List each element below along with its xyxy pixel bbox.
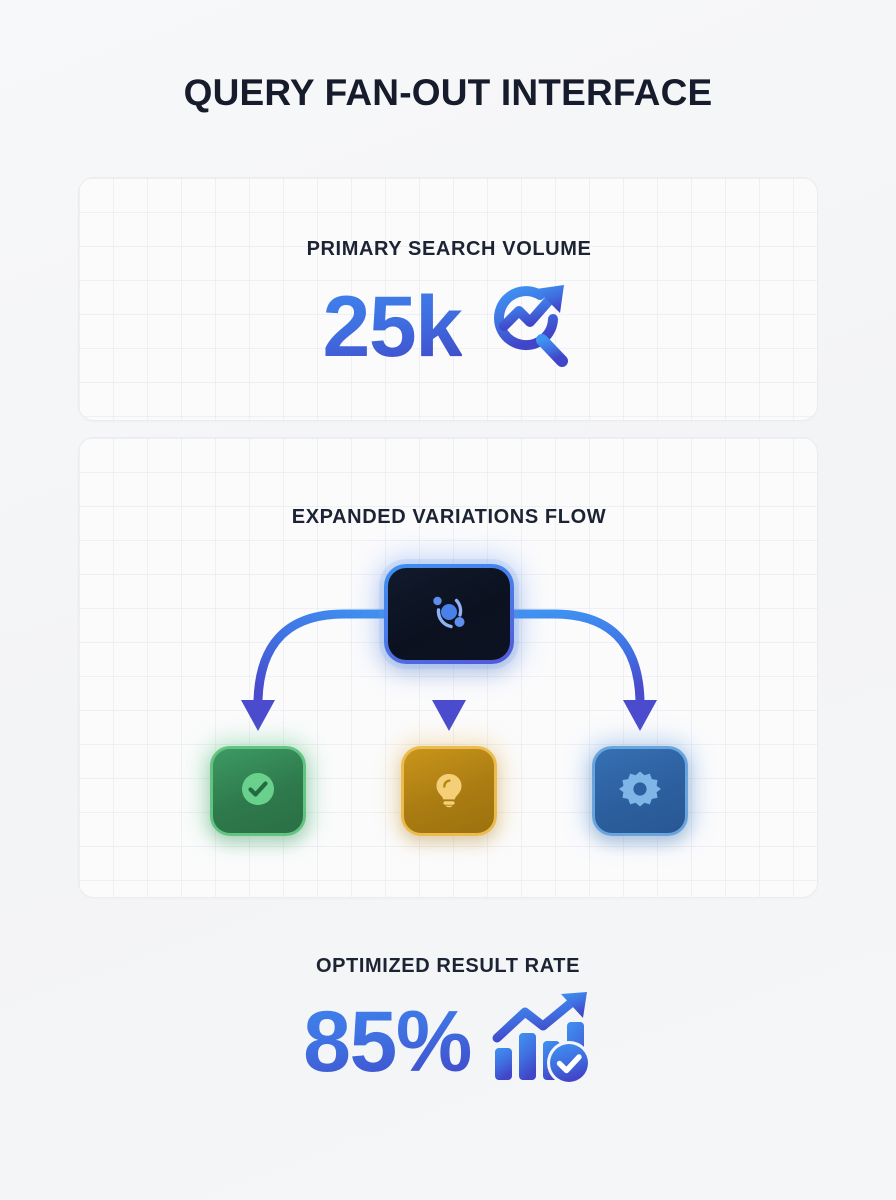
branch-node-insight[interactable]	[401, 746, 497, 836]
flow-section-label: EXPANDED VARIATIONS FLOW	[291, 506, 607, 528]
search-trend-icon	[480, 277, 576, 376]
rate-metric-label: OPTIMIZED RESULT RATE	[315, 955, 581, 977]
expanded-variations-flow-card: EXPANDED VARIATIONS FLOW	[78, 437, 818, 898]
page-title: QUERY FAN-OUT INTERFACE	[183, 72, 713, 113]
query-hub-node-surface	[388, 568, 510, 660]
optimized-result-rate-block: OPTIMIZED RESULT RATE 85%	[78, 955, 818, 1091]
rate-metric-row: 85%	[78, 992, 818, 1091]
branch-node-settings[interactable]	[592, 746, 688, 836]
volume-metric-row: 25k	[79, 277, 817, 376]
primary-search-volume-card: PRIMARY SEARCH VOLUME 25k	[78, 177, 818, 421]
volume-metric-block: PRIMARY SEARCH VOLUME 25k	[79, 238, 817, 376]
lightbulb-icon	[427, 767, 471, 816]
volume-metric-label: PRIMARY SEARCH VOLUME	[306, 238, 592, 260]
flow-diagram	[79, 438, 817, 897]
branch-node-verified[interactable]	[210, 746, 306, 836]
rate-metric-value: 85%	[303, 993, 472, 1090]
bar-chart-check-icon	[489, 992, 593, 1091]
check-circle-icon	[236, 767, 280, 816]
query-hub-node[interactable]	[384, 564, 514, 664]
atom-orbit-icon	[426, 589, 472, 640]
gear-icon	[618, 767, 662, 816]
volume-metric-value: 25k	[322, 278, 464, 375]
